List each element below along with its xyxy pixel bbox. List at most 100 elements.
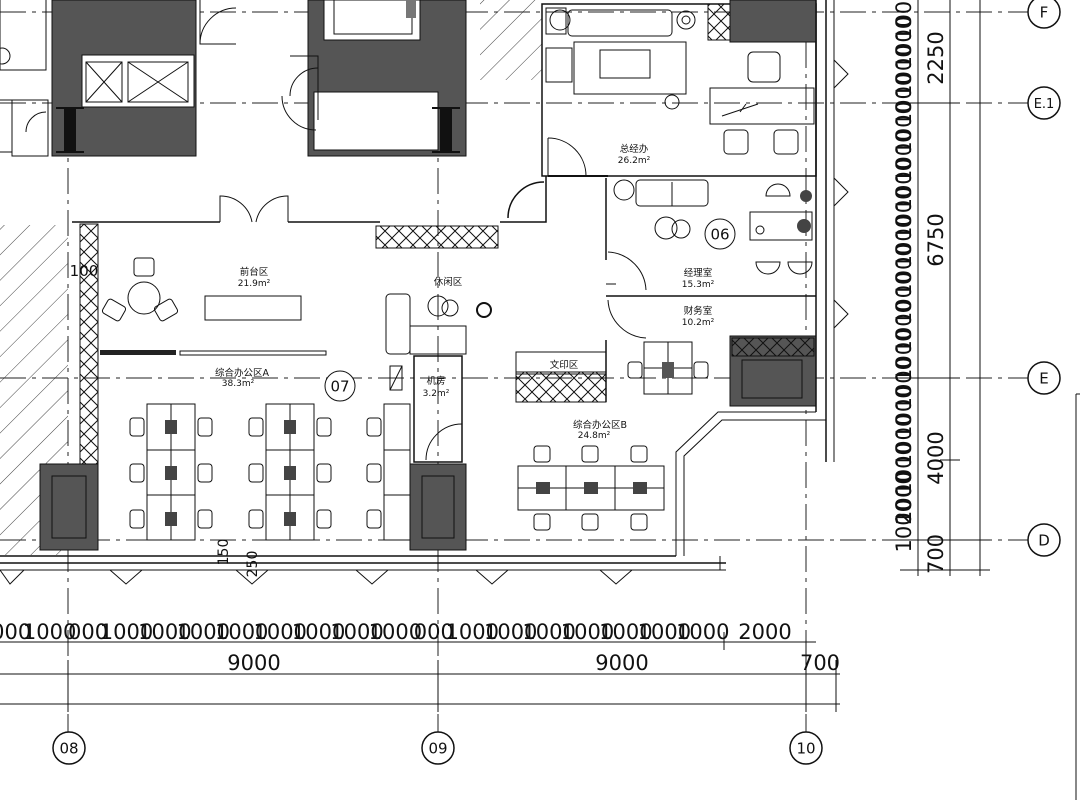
dim-right-1000: 1000	[892, 272, 916, 325]
dim-right-1000: 1000	[892, 0, 916, 41]
dim-right-1000: 1000	[892, 357, 916, 410]
dim-bottom-1000: 1000	[522, 620, 575, 644]
truss-column-left	[79, 223, 99, 465]
dim-bottom-700: 700	[800, 651, 840, 675]
dim-bottom-1000: 000	[68, 620, 108, 644]
dim-bottom-1000: 1000	[177, 620, 230, 644]
dim-bottom-1000: 1000	[138, 620, 191, 644]
room-reception: 前台区 21.9m²	[100, 257, 327, 356]
dim-bottom-1000: 1000	[446, 620, 499, 644]
room-area-finance: 10.2m²	[682, 318, 715, 328]
dim-bottom-1000: 1000	[330, 620, 383, 644]
dim-right-1000: 1000	[892, 300, 916, 353]
room-label-reception: 前台区	[240, 266, 269, 278]
dim-right-2250: 2250	[924, 31, 948, 84]
axis-label-f: F	[1040, 4, 1049, 22]
dim-right-1000: 1000	[892, 471, 916, 524]
dim-right-6750: 6750	[924, 213, 948, 266]
dim-right-1000: 1000	[892, 385, 916, 438]
axis-label-10: 10	[796, 740, 815, 758]
dim-right-4000: 4000	[924, 431, 948, 484]
corridor-walls	[72, 176, 547, 223]
room-label-office-b: 综合办公区B	[573, 419, 627, 431]
axis-label-08: 08	[59, 740, 78, 758]
facade-right	[675, 0, 849, 556]
dim-bottom-1000: 1000	[23, 620, 76, 644]
dim-lines-bottom	[0, 632, 840, 712]
dim-bottom-1000: 1000	[638, 620, 691, 644]
dim-misc-100: 100	[70, 262, 99, 280]
dims-right-1000: 1000100010001000100010001000100010001000…	[892, 0, 916, 553]
room-area-office-b: 24.8m²	[578, 431, 611, 441]
dim-bottom-9000-left: 9000	[227, 651, 280, 675]
dim-right-1000: 1000	[892, 73, 916, 126]
dim-right-1000: 1000	[892, 158, 916, 211]
room-server: 机房 3.2m²	[389, 355, 463, 463]
room-office-a: 综合办公区A 38.3m²	[129, 367, 411, 541]
dim-right-1000: 1000	[892, 414, 916, 467]
dim-misc-250: 250	[245, 551, 261, 578]
axis-bubbles: 08 09 10 F E.1 E D	[52, 0, 1061, 765]
column-block-mid	[409, 463, 467, 551]
dim-bottom-1000: 1000	[253, 620, 306, 644]
room-label-leisure: 休闲区	[434, 276, 463, 288]
dim-bottom-1000: 1000	[676, 620, 729, 644]
room-label-general-manager: 总经办	[620, 143, 649, 155]
dim-bottom-1000: 1000	[100, 620, 153, 644]
dim-right-1000: 1000	[892, 186, 916, 239]
dim-bottom-1000: 1000	[561, 620, 614, 644]
dim-misc-150: 150	[216, 539, 232, 566]
room-area-manager: 15.3m²	[682, 280, 715, 290]
dim-bottom-1000: 1000	[369, 620, 422, 644]
dim-bottom-1000: 000	[414, 620, 454, 644]
room-area-server: 3.2m²	[423, 389, 450, 399]
dim-right-1000: 1000	[892, 44, 916, 97]
dim-bottom-2000: 2000	[738, 620, 791, 644]
room-area-general-manager: 26.2m²	[618, 156, 651, 166]
dim-right-1000: 1000	[892, 499, 916, 552]
dim-right-1000: 1000	[892, 329, 916, 382]
dim-right-1000: 1000	[892, 243, 916, 296]
dim-bottom-1000: 1000	[599, 620, 652, 644]
dims-bottom-1000: 0001000000100010001000100010001000100010…	[0, 620, 730, 644]
dim-right-1000: 1000	[892, 442, 916, 495]
room-office-b: 综合办公区B 24.8m²	[517, 419, 665, 531]
room-leisure: 休闲区	[385, 276, 492, 355]
room-label-server: 机房	[426, 375, 445, 387]
dim-right-1000: 1000	[892, 101, 916, 154]
room-label-office-a: 综合办公区A	[215, 367, 270, 379]
room-label-print: 文印区	[550, 359, 579, 371]
column-block-left	[39, 463, 99, 551]
room-label-finance: 财务室	[684, 305, 713, 317]
room-print: 文印区	[515, 351, 607, 375]
room-number-06: 06	[710, 226, 729, 244]
room-number-06-bubble	[704, 218, 736, 250]
hatched-shaft-top	[480, 0, 542, 80]
axis-label-d: D	[1038, 532, 1050, 550]
room-manager: 经理室 15.3m²	[605, 178, 816, 297]
dim-bottom-1000: 1000	[484, 620, 537, 644]
dim-right-1000: 1000	[892, 215, 916, 268]
facade-bottom	[0, 555, 726, 585]
dim-lines-right	[900, 0, 1080, 800]
room-finance: 财务室 10.2m²	[605, 299, 715, 402]
top-left-structures	[0, 0, 467, 157]
truss-print-area	[515, 371, 607, 403]
dim-bottom-1000: 000	[0, 620, 31, 644]
room-general-manager: 总经办 26.2m²	[541, 0, 817, 177]
room-area-office-a: 38.3m²	[222, 379, 255, 389]
axis-label-09: 09	[428, 740, 447, 758]
room-label-manager: 经理室	[684, 267, 713, 279]
dim-bottom-9000-right: 9000	[595, 651, 648, 675]
axis-label-e1: E.1	[1034, 97, 1055, 112]
dim-right-1000: 1000	[892, 130, 916, 183]
entrance-double-door	[219, 195, 289, 223]
dim-bottom-1000: 1000	[215, 620, 268, 644]
dim-right-700: 700	[924, 534, 948, 574]
dim-right-1000: 1000	[892, 16, 916, 69]
dim-bottom-1000: 1000	[292, 620, 345, 644]
dim-right-2000: 2000	[892, 471, 916, 524]
room-number-07-bubble	[324, 370, 356, 402]
room-number-07: 07	[330, 378, 349, 396]
